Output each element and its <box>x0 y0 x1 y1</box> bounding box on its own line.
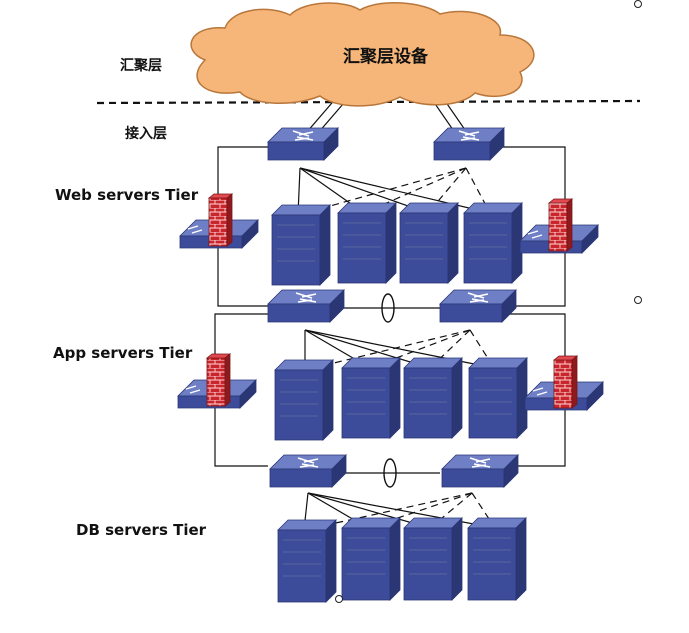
db-server-3-icon <box>403 517 463 601</box>
aggregation-device-label: 汇聚层设备 <box>343 47 428 67</box>
web-server-4-icon <box>463 202 523 284</box>
anchor-marker <box>335 595 343 603</box>
app-tier-label: App servers Tier <box>53 344 193 362</box>
web-tier-label: Web servers Tier <box>55 186 199 204</box>
dashed-link <box>363 167 467 214</box>
cloud-icon <box>190 2 535 107</box>
link-aggregation-marker <box>383 458 397 488</box>
web-firewall-left-icon <box>179 193 259 249</box>
dashed-link <box>304 329 471 371</box>
connection-lines <box>96 81 641 531</box>
devices-group <box>177 0 642 603</box>
app-server-2-icon <box>341 357 401 439</box>
access-switch-left-icon <box>267 127 339 161</box>
web-switch-right-icon <box>439 289 517 323</box>
access-layer-label: 接入层 <box>125 126 167 142</box>
dashed-link <box>429 492 473 529</box>
layer-separator-line <box>96 99 641 105</box>
db-server-2-icon <box>341 517 401 601</box>
anchor-marker <box>634 0 642 8</box>
aggregation-layer-label: 汇聚层 <box>120 58 162 74</box>
db-server-1-icon <box>277 519 337 603</box>
access-switch-right-icon <box>433 127 505 161</box>
link <box>299 167 429 214</box>
link-aggregation-marker <box>381 293 395 323</box>
dashed-link <box>367 492 473 529</box>
link <box>307 492 496 529</box>
app-server-4-icon <box>468 357 528 439</box>
app-switch-right-icon <box>441 454 519 488</box>
web-server-2-icon <box>337 202 397 284</box>
anchor-marker <box>634 296 642 304</box>
cloud-group <box>190 2 535 107</box>
db-server-4-icon <box>467 517 527 601</box>
app-firewall-right-icon <box>524 355 604 411</box>
db-tier-label: DB servers Tier <box>76 521 207 539</box>
web-server-3-icon <box>399 202 459 284</box>
dashed-link <box>303 492 473 531</box>
web-firewall-right-icon <box>519 198 599 254</box>
app-firewall-left-icon <box>177 353 257 409</box>
link <box>304 329 431 369</box>
dashed-link <box>429 329 471 369</box>
app-switch-left-icon <box>269 454 347 488</box>
link <box>304 329 495 369</box>
app-server-1-icon <box>274 359 334 441</box>
dashed-link <box>471 492 496 529</box>
app-server-3-icon <box>403 357 463 439</box>
web-switch-left-icon <box>267 289 345 323</box>
web-server-1-icon <box>271 204 331 286</box>
